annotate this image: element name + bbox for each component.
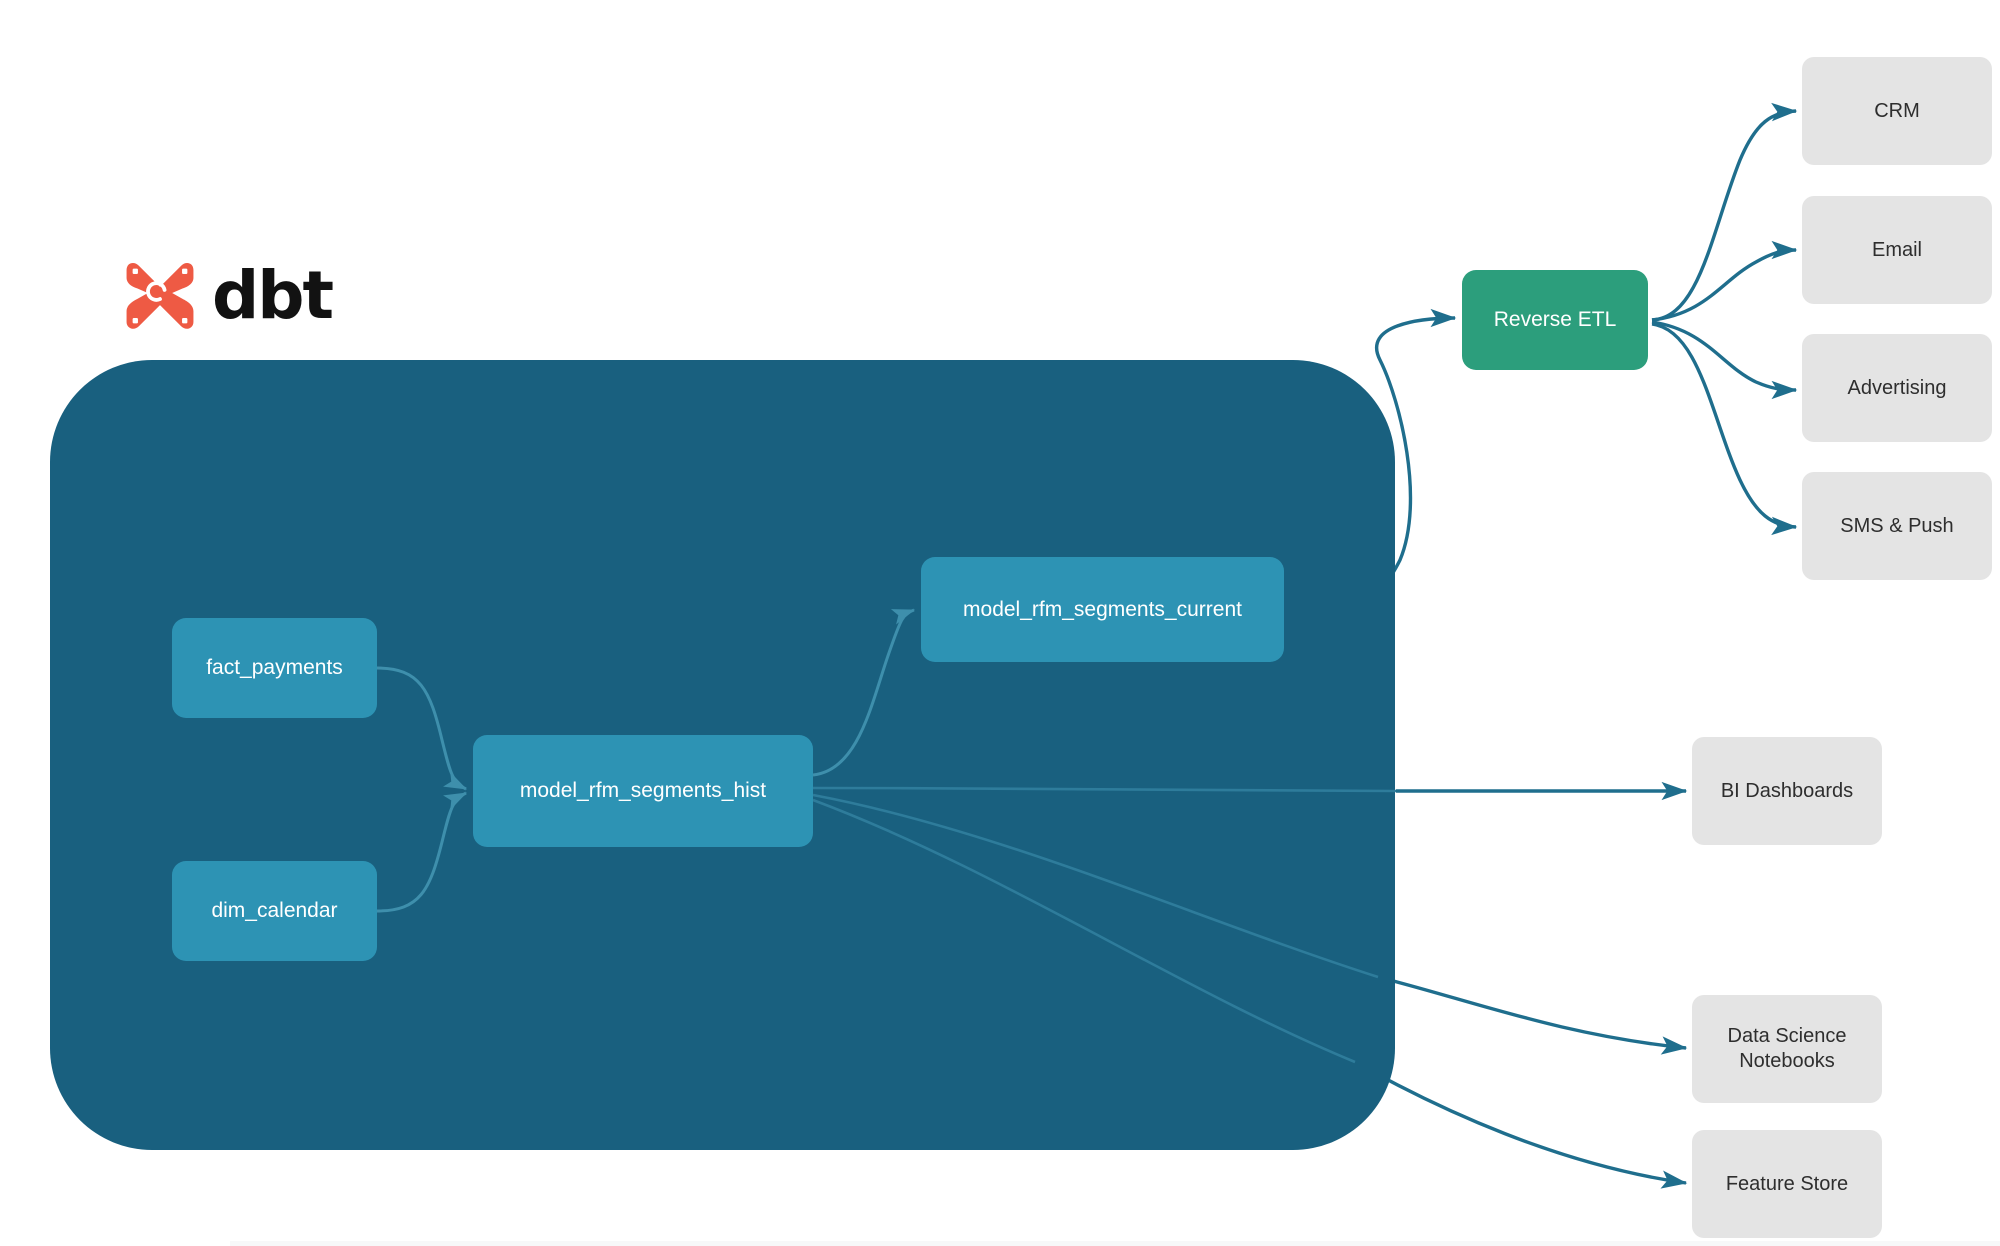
dbt-x-mark-icon bbox=[122, 258, 198, 339]
edge-warehouse-to-ds-notebooks bbox=[1377, 975, 1688, 1055]
bottom-edge-strip bbox=[230, 1241, 2000, 1246]
node-label-line2: Notebooks bbox=[1739, 1050, 1835, 1072]
node-destination-sms-push[interactable]: SMS & Push bbox=[1802, 472, 1992, 580]
node-label: BI Dashboards bbox=[1720, 779, 1854, 802]
node-destination-advertising[interactable]: Advertising bbox=[1802, 334, 1992, 442]
edge-warehouse-to-feature-store bbox=[1354, 1060, 1688, 1189]
node-label: Advertising bbox=[1847, 376, 1947, 399]
node-label-line1: Data Science bbox=[1727, 1025, 1847, 1047]
node-model-rfm-segments-hist[interactable]: model_rfm_segments_hist bbox=[473, 735, 813, 847]
node-destination-email[interactable]: Email bbox=[1802, 196, 1992, 304]
node-label: model_rfm_segments_current bbox=[963, 597, 1242, 621]
node-destination-bi-dashboards[interactable]: BI Dashboards bbox=[1692, 737, 1882, 845]
node-label: Reverse ETL bbox=[1493, 308, 1617, 331]
edge-reverse-etl-to-sms-push bbox=[1651, 322, 1798, 536]
edge-reverse-etl-to-email bbox=[1651, 240, 1798, 322]
edge-reverse-etl-to-crm bbox=[1651, 102, 1798, 322]
node-label: Feature Store bbox=[1725, 1172, 1849, 1195]
edge-reverse-etl-to-advertising bbox=[1651, 320, 1798, 400]
node-dim-calendar[interactable]: dim_calendar bbox=[172, 861, 377, 961]
node-destination-crm[interactable]: CRM bbox=[1802, 57, 1992, 165]
node-fact-payments[interactable]: fact_payments bbox=[172, 618, 377, 718]
node-label: CRM bbox=[1874, 99, 1920, 122]
node-label: model_rfm_segments_hist bbox=[519, 779, 767, 802]
node-destination-feature-store[interactable]: Feature Store bbox=[1692, 1130, 1882, 1238]
node-reverse-etl[interactable]: Reverse ETL bbox=[1462, 270, 1648, 370]
dbt-wordmark: dbt bbox=[212, 256, 334, 334]
node-label: Email bbox=[1871, 238, 1922, 261]
node-label: dim_calendar bbox=[211, 899, 338, 922]
node-label: SMS & Push bbox=[1840, 514, 1954, 537]
node-label: fact_payments bbox=[206, 656, 343, 679]
node-destination-data-science-notebooks[interactable]: Data Science Notebooks bbox=[1692, 995, 1882, 1103]
node-model-rfm-segments-current[interactable]: model_rfm_segments_current bbox=[921, 557, 1284, 662]
dbt-logo: dbt bbox=[122, 256, 334, 339]
